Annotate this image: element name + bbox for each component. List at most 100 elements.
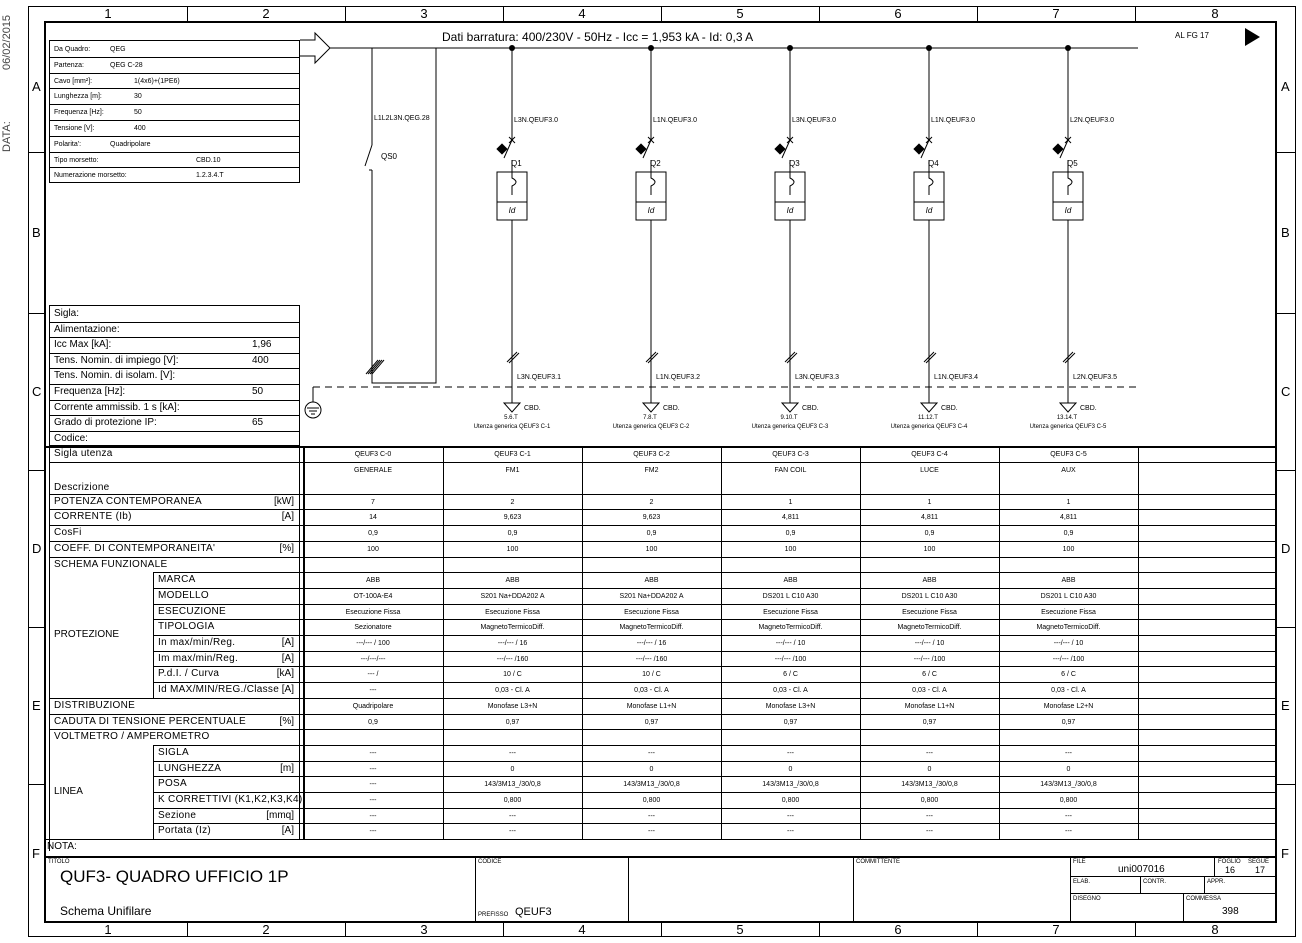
table-cell: 1 xyxy=(788,498,793,506)
table-cell: 6 / C xyxy=(783,671,798,679)
trip-actuator xyxy=(1052,143,1064,155)
table-col-line xyxy=(860,446,861,840)
table-cell: Monofase L1+N xyxy=(904,702,955,710)
grid-row-left: A xyxy=(32,78,41,94)
table-cell: 10 / C xyxy=(503,671,522,679)
titolo-label: TITOLO xyxy=(48,859,70,865)
header-value: 50 xyxy=(134,109,142,117)
title-block-divider xyxy=(1070,856,1071,923)
table-cell: 0 xyxy=(1066,765,1071,773)
table-cell: Esecuzione Fissa xyxy=(345,608,401,616)
grid-tick xyxy=(661,923,662,937)
feeder-bottom-label: L3N.QEUF3.3 xyxy=(795,374,839,381)
table-row-line xyxy=(49,540,1276,542)
panel-label: Tens. Nomin. di impiego [V]: xyxy=(54,354,179,366)
table-cell: --- xyxy=(787,749,794,757)
table-cell: MagnetoTermicoDiff. xyxy=(1036,624,1101,632)
panel-value: 65 xyxy=(252,417,264,429)
group-label-protezione: PROTEZIONE xyxy=(54,629,120,640)
table-row-label: Id MAX/MIN/REG./Classe xyxy=(158,684,280,696)
panel-value: 50 xyxy=(252,386,264,397)
grid-col-top: 6 xyxy=(894,6,902,21)
grid-col-bottom: 5 xyxy=(736,922,744,937)
panel-label: Grado di protezione IP: xyxy=(54,417,157,429)
table-cell: Esecuzione Fissa xyxy=(1041,608,1096,616)
feeder-tag: Q1 xyxy=(511,159,522,168)
table-row-unit: [A] xyxy=(281,511,294,523)
grid-tick xyxy=(28,470,44,471)
table-row-label: Descrizione xyxy=(54,481,110,493)
table-cell: 0 xyxy=(927,765,932,773)
table-row-line xyxy=(153,792,1276,793)
table-cell: ---/--- / 16 xyxy=(636,640,667,647)
table-row-label: COEFF. DI CONTEMPORANEITA' xyxy=(54,542,216,554)
panel-row-divider xyxy=(50,368,299,370)
table-cell: Esecuzione Fissa xyxy=(902,608,957,616)
table-cell: --- xyxy=(648,812,655,820)
table-row-unit: [mmq] xyxy=(266,809,294,821)
grid-tick xyxy=(977,923,978,937)
table-cell: 9,623 xyxy=(503,514,522,522)
group-label-linea: LINEA xyxy=(54,786,83,797)
table-row-label: TIPOLOGIA xyxy=(158,621,215,633)
table-cell: ABB xyxy=(365,577,381,585)
panel-value: 1,96 xyxy=(252,339,272,351)
table-cell: 0,03 - Cl. A xyxy=(773,687,808,695)
feeder-blade xyxy=(920,139,930,159)
terminal-type: CBD. xyxy=(663,405,680,412)
grid-col-bottom: 8 xyxy=(1211,922,1219,937)
load-triangle xyxy=(780,402,800,413)
grid-tick xyxy=(28,152,44,153)
table-row-label: POSA xyxy=(158,778,187,790)
load-description: Utenza generica QEUF3 C-2 xyxy=(612,424,690,430)
table-cell: FM1 xyxy=(505,466,520,474)
segue-value: 17 xyxy=(1255,865,1266,875)
panel-row-divider xyxy=(50,399,299,401)
main-switch-line-top xyxy=(330,47,373,145)
table-row-label: P.d.I. / Curva xyxy=(158,668,220,680)
table-row-line xyxy=(153,823,1276,825)
table-cell: S201 Na+DDA202 A xyxy=(480,592,545,600)
load-description: Utenza generica QEUF3 C-3 xyxy=(751,424,829,430)
header-label: Partenza: xyxy=(54,61,84,69)
trip-actuator xyxy=(774,143,786,155)
grid-row-left: F xyxy=(32,845,40,861)
table-row-unit: [A] xyxy=(281,652,294,664)
main-switch-tag: QS0 xyxy=(381,152,398,161)
header-row-divider xyxy=(50,151,299,153)
grid-row-right: B xyxy=(1281,224,1290,240)
grid-row-left: C xyxy=(32,383,42,399)
table-row-line xyxy=(49,729,1276,731)
committente-label: COMMITTENTE xyxy=(856,859,900,865)
panel-label: Tens. Nomin. di isolam. [V]: xyxy=(54,370,176,382)
grid-col-bottom: 1 xyxy=(104,922,112,937)
panel-label: Alimentazione: xyxy=(54,323,120,335)
table-cell: --- xyxy=(926,749,933,757)
terminal-numbers: 5.6.T xyxy=(504,415,518,421)
table-cell: 0,9 xyxy=(785,530,796,538)
table-cell: 0,9 xyxy=(924,530,935,538)
nota-label: NOTA: xyxy=(47,841,77,853)
header-row-divider xyxy=(50,120,299,121)
header-value: QEG xyxy=(110,46,126,53)
table-cell: --- xyxy=(369,781,377,789)
panel-row-divider xyxy=(50,415,299,417)
table-label-right xyxy=(299,446,300,840)
table-cell: Sezionatore xyxy=(354,624,392,632)
table-cell: Monofase L2+N xyxy=(1043,702,1094,710)
table-cell: 7 xyxy=(371,498,375,506)
table-cell: OT-100A-E4 xyxy=(353,592,393,600)
panel-label: Sigla: xyxy=(54,308,80,319)
table-row-line xyxy=(153,776,1276,778)
sheet-subtitle: Schema Unifilare xyxy=(60,904,152,918)
foglio-value: 16 xyxy=(1225,865,1236,875)
table-left-line xyxy=(49,446,50,852)
title-block-vline xyxy=(1183,893,1184,923)
table-cell: ---/--- /160 xyxy=(496,655,529,663)
table-cell: GENERALE xyxy=(353,466,393,474)
table-cell: --- xyxy=(509,812,516,820)
table-bottom-rule xyxy=(44,839,1277,841)
load-triangle xyxy=(1058,402,1078,413)
table-row-label: In max/min/Reg. xyxy=(158,637,236,648)
table-cell: 0,97 xyxy=(644,718,659,726)
